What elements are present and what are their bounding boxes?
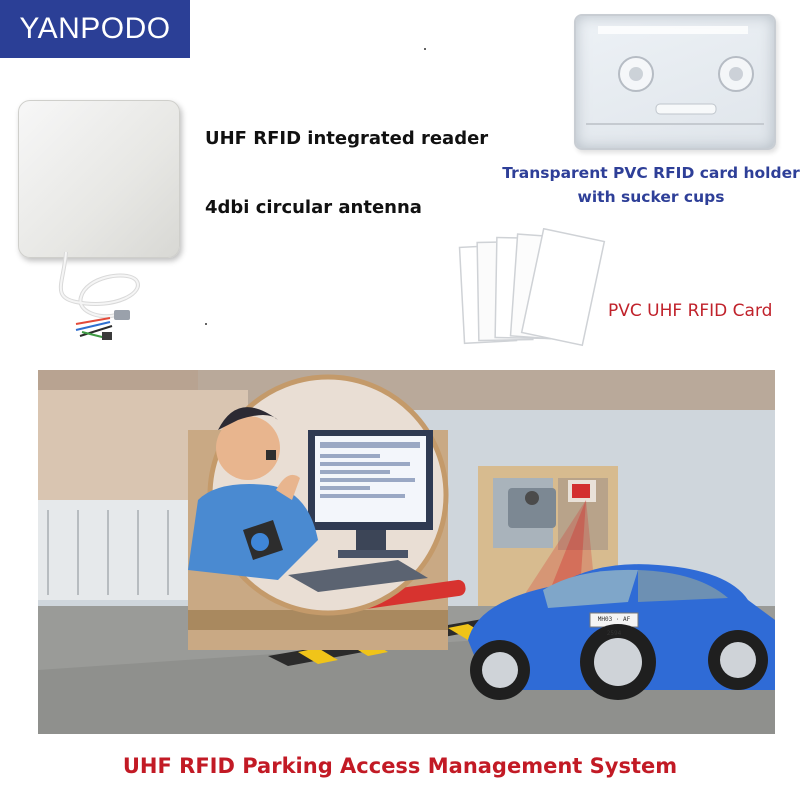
system-title: UHF RFID Parking Access Management Syste… xyxy=(122,754,678,778)
holder-label: Transparent PVC RFID card holder with su… xyxy=(502,161,800,209)
license-plate: MH03 · AF 2594 xyxy=(597,616,631,637)
card-label: PVC UHF RFID Card xyxy=(608,301,773,321)
card-holder-image xyxy=(574,14,776,150)
stray-dot xyxy=(424,48,426,50)
parking-illustration: MH03 · AF 2594 xyxy=(38,370,775,734)
rfid-reader-image xyxy=(6,92,196,352)
rfid-cards-illustration xyxy=(458,227,606,347)
rfid-cards-image xyxy=(456,227,616,360)
brand-logo: YANPODO xyxy=(0,0,190,58)
holder-label-line1: Transparent PVC RFID card holder xyxy=(502,164,800,182)
reader-panel xyxy=(18,100,180,258)
reader-label: UHF RFID integrated reader xyxy=(205,128,489,149)
sucker-cups-illustration xyxy=(586,26,764,125)
antenna-label: 4dbi circular antenna xyxy=(205,197,422,218)
stray-dot xyxy=(205,323,207,325)
holder-label-line2: with sucker cups xyxy=(577,188,725,206)
reader-cable-illustration xyxy=(58,251,140,340)
parking-scene-svg xyxy=(38,370,775,734)
